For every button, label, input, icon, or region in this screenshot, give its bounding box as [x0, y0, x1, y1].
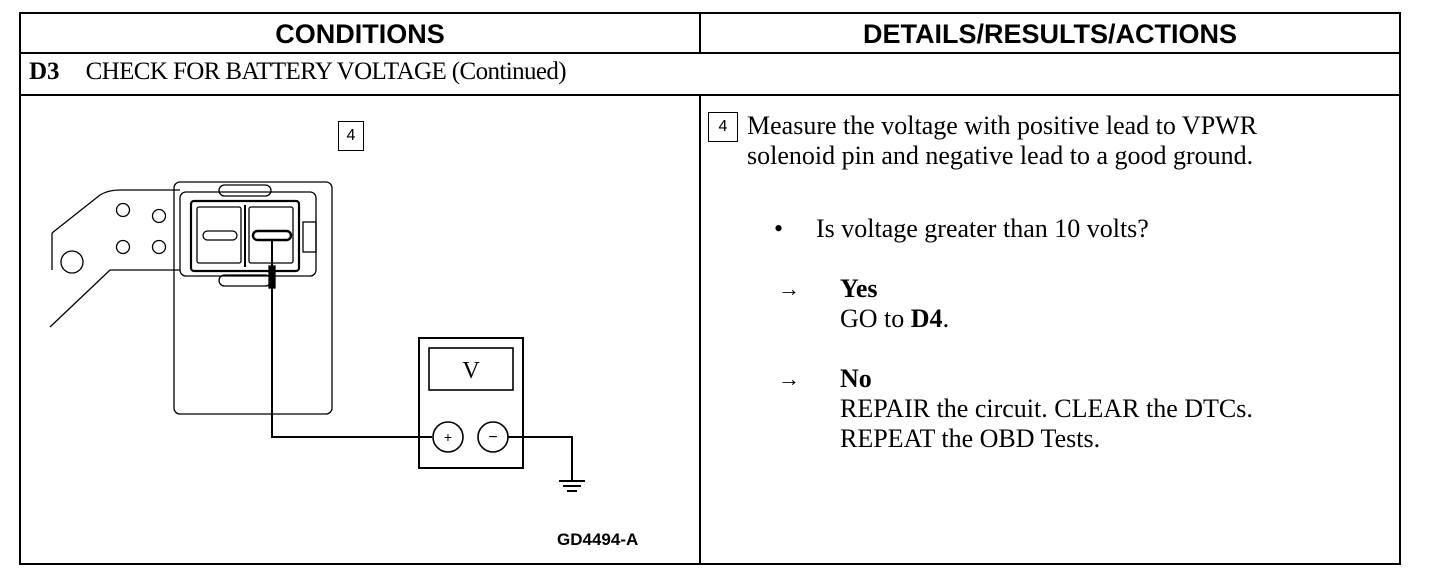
instruction-line-2: solenoid pin and negative lead to a good…: [747, 141, 1254, 170]
figure-step-number: 4: [338, 121, 364, 151]
mount-hole: [115, 202, 131, 218]
arrow-icon: →: [778, 366, 800, 391]
question-text: Is voltage greater than 10 volts?: [816, 214, 1149, 243]
connector-tab-top: [218, 184, 272, 197]
vpwr-pin: [251, 229, 293, 242]
voltmeter-display: [428, 347, 514, 391]
yes-action: GO to D4.: [840, 304, 949, 333]
instruction-line-1: Measure the voltage with positive lead t…: [747, 111, 1258, 140]
body-column-divider: [699, 94, 701, 563]
yes-action-suffix: .: [942, 304, 950, 333]
details-step-number: 4: [708, 112, 738, 142]
instruction: Measure the voltage with positive lead t…: [747, 111, 1367, 171]
step-id: D3: [29, 58, 60, 85]
procedure-table: CONDITIONS DETAILS/RESULTS/ACTIONS D3 CHE…: [19, 12, 1401, 565]
positive-lead: [271, 288, 432, 438]
mount-hole: [151, 239, 167, 255]
voltmeter-label: V: [462, 358, 480, 384]
pin-left: [202, 230, 238, 241]
figure-id: GD4494-A: [557, 530, 639, 549]
header-column-divider: [699, 14, 701, 52]
no-label: No: [840, 364, 872, 393]
yes-action-prefix: GO to: [840, 304, 911, 333]
bullet-marker: •: [774, 214, 784, 243]
step-title-row: D3 CHECK FOR BATTERY VOLTAGE (Continued): [29, 58, 567, 86]
connector-voltmeter-diagram: V + −: [49, 181, 585, 492]
step-title-divider: [21, 94, 1399, 96]
voltmeter-body: [418, 337, 524, 469]
question-item: • Is voltage greater than 10 volts?: [774, 214, 1149, 244]
probe-tip: [268, 265, 276, 289]
mount-hole: [60, 250, 84, 274]
header-divider: [21, 52, 1399, 54]
no-action-line-1: REPAIR the circuit. CLEAR the DTCs.: [840, 394, 1253, 423]
negative-lead: [508, 436, 573, 480]
minus-sign: −: [488, 429, 497, 446]
yes-label: Yes: [840, 274, 878, 303]
details-header: DETAILS/RESULTS/ACTIONS: [862, 18, 1237, 49]
bracket-lower-edge: [49, 269, 180, 328]
plus-sign: +: [444, 429, 452, 445]
conditions-header: CONDITIONS: [275, 18, 445, 49]
no-action-line-2: REPEAT the OBD Tests.: [840, 424, 1101, 453]
bracket-outline: [51, 189, 180, 234]
solenoid-body: [173, 181, 333, 415]
mount-hole: [115, 239, 131, 255]
yes-action-target: D4: [910, 304, 943, 333]
connector-face: [189, 199, 301, 273]
arrow-icon: →: [778, 276, 800, 301]
mount-hole: [151, 208, 167, 224]
voltmeter-plus-terminal: [432, 421, 464, 453]
step-title: CHECK FOR BATTERY VOLTAGE (Continued): [85, 58, 567, 85]
connector-latch: [302, 221, 317, 253]
